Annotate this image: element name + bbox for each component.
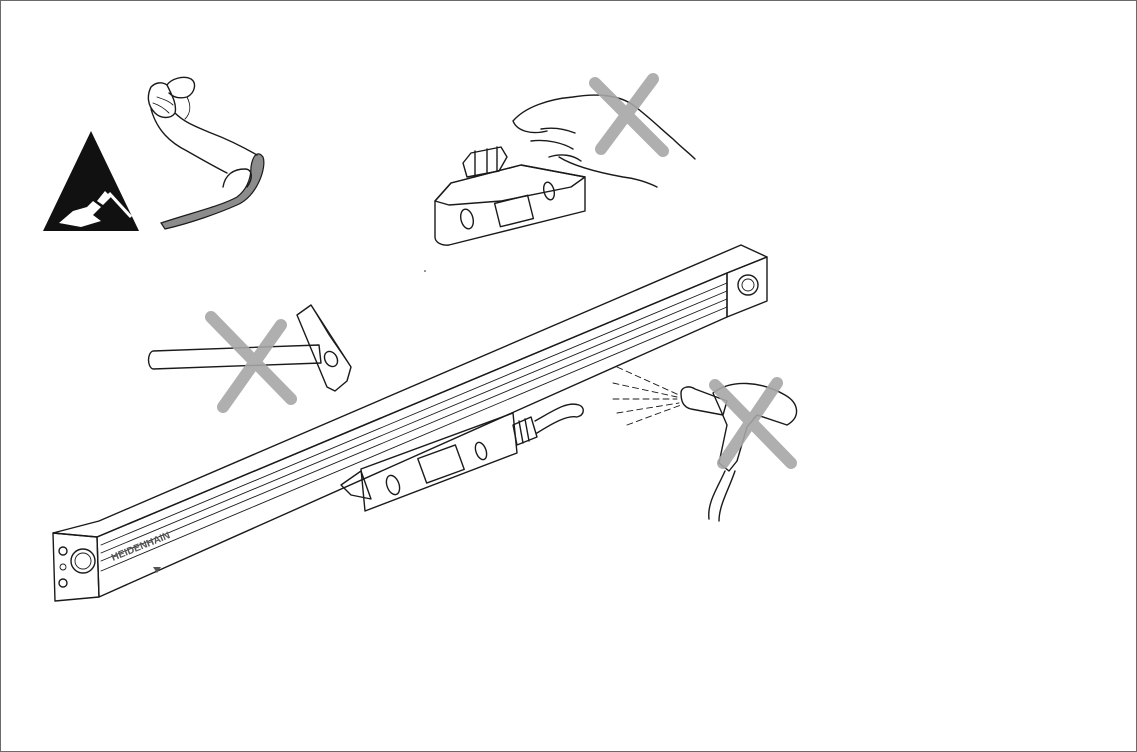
- encoder-screw-mid: [59, 563, 67, 571]
- encoder-mount-hole-right: [737, 274, 759, 296]
- scanning-head-connector: [462, 146, 508, 178]
- hammer-head: [296, 304, 352, 392]
- prohibition-cross-hammer: [205, 311, 297, 413]
- encoder-grooves: [100, 282, 728, 572]
- linear-encoder-icon: HEIDENHAIN: [52, 244, 768, 602]
- air-gun-nozzle: [680, 386, 728, 416]
- hand-on-scanning-head-icon: [434, 73, 696, 246]
- encoder-carriage-window: [417, 444, 465, 484]
- encoder-reference-mark: [153, 567, 161, 573]
- wrist-strap-icon: [147, 76, 265, 230]
- stray-dot: [424, 270, 426, 272]
- scanning-head-hole-right: [542, 181, 556, 201]
- encoder-mount-hole-left-inner: [74, 552, 92, 570]
- hammer-eye: [323, 350, 339, 368]
- encoder-screw-top: [58, 546, 68, 556]
- esd-triangle: [43, 131, 139, 231]
- encoder-mount-hole-right-inner: [741, 278, 755, 292]
- prohibition-cross-scanning-head: [589, 73, 669, 157]
- encoder-scanning-carriage: [360, 412, 518, 512]
- encoder-cable-gland: [512, 416, 538, 446]
- encoder-brand-label: HEIDENHAIN: [110, 530, 172, 564]
- encoder-body-front: [96, 272, 728, 598]
- scanning-head-hole-left: [459, 208, 475, 230]
- encoder-screw-bottom: [58, 578, 68, 588]
- encoder-end-cap-left: [52, 532, 100, 602]
- encoder-carriage-bracket: [340, 470, 372, 500]
- encoder-carriage-hole-right: [474, 441, 488, 461]
- scanning-head-window: [493, 194, 535, 228]
- wrist-hand: [147, 76, 258, 174]
- esd-strike-line: [107, 191, 133, 219]
- encoder-mount-hole-left: [70, 548, 96, 574]
- encoder-carriage-hole-left: [385, 474, 401, 496]
- air-gun-hose: [708, 470, 736, 522]
- strap-band: [160, 153, 265, 230]
- wrist-hand-fingers: [152, 96, 191, 120]
- scanning-head-top: [434, 164, 586, 206]
- hammer-icon: [147, 304, 352, 413]
- strap-loop: [222, 168, 252, 188]
- air-blow-gun-icon: [612, 366, 798, 522]
- esd-warning-icon: [43, 131, 139, 231]
- esd-hand: [59, 201, 101, 227]
- esd-finger-strike: [97, 191, 111, 205]
- encoder-cable: [534, 403, 584, 434]
- scanning-head-body: [434, 164, 586, 246]
- prohibition-cross-air-gun: [709, 377, 797, 469]
- hammer-handle: [147, 344, 322, 370]
- encoder-end-cap-right: [726, 256, 768, 318]
- air-gun-body: [712, 382, 798, 472]
- hammer-head-face: [310, 304, 352, 368]
- spray-lines: [612, 366, 682, 426]
